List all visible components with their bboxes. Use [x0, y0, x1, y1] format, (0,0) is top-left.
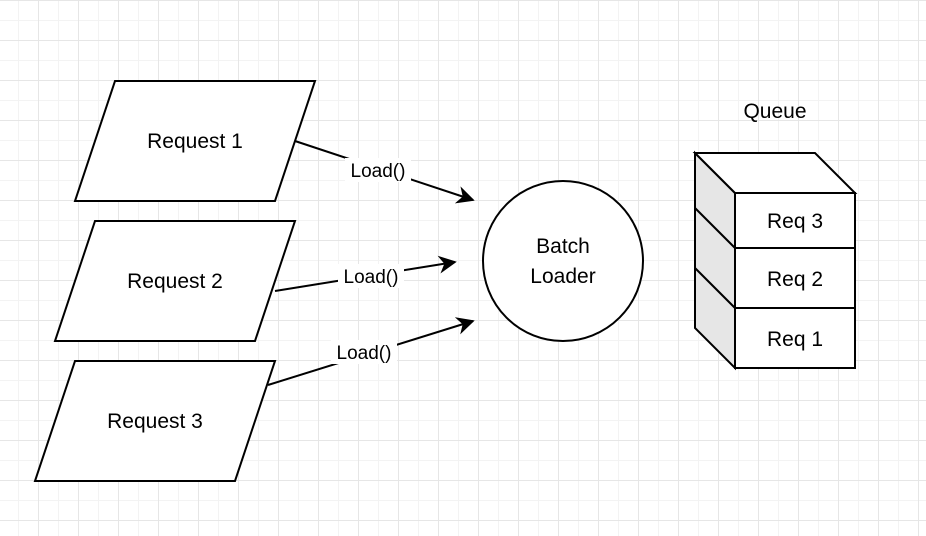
queue-item-req-1-label: Req 1 — [767, 328, 823, 351]
batch-loader-label-line2: Loader — [530, 265, 595, 288]
queue-item-req-3[interactable] — [734, 192, 856, 249]
edge-load-3[interactable]: Load() — [267, 317, 475, 386]
queue-stack[interactable]: Req 3 Req 2 Req 1 — [692, 150, 858, 371]
batch-loader-label-line1: Batch — [536, 235, 590, 258]
queue-item-req-2[interactable] — [734, 247, 856, 309]
request-2-node[interactable]: Request 2 — [53, 220, 297, 342]
queue-item-req-1[interactable] — [734, 307, 856, 369]
request-3-node[interactable]: Request 3 — [33, 360, 277, 482]
queue-item-req-3-label: Req 3 — [767, 210, 823, 233]
request-1-node[interactable]: Request 1 — [73, 80, 317, 202]
request-3-label: Request 3 — [107, 410, 203, 433]
edge-load-2[interactable]: Load() — [274, 255, 457, 292]
edge-load-1-label: Load() — [351, 161, 406, 182]
edge-load-3-label: Load() — [337, 343, 392, 364]
request-2-label: Request 2 — [127, 270, 223, 293]
edge-load-1[interactable]: Load() — [294, 140, 475, 204]
queue-item-req-2-label: Req 2 — [767, 268, 823, 291]
edge-load-2-label: Load() — [344, 267, 399, 288]
request-1-label: Request 1 — [147, 130, 243, 153]
batch-loader-node[interactable]: Batch Loader — [482, 180, 644, 342]
queue-title: Queue — [743, 100, 806, 123]
